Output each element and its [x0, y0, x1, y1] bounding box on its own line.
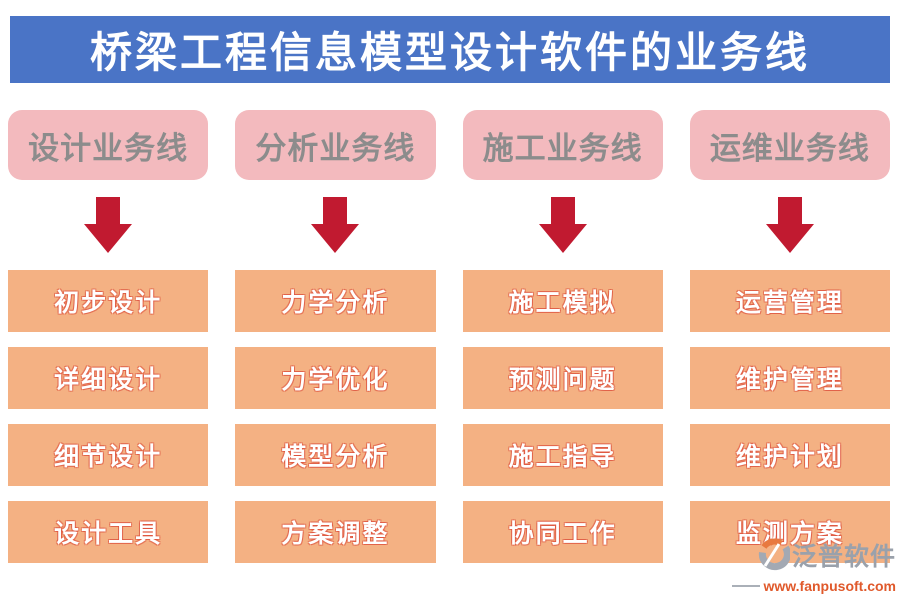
header-operations-line: 运维业务线	[689, 110, 890, 180]
flow-item: 运营管理	[689, 270, 890, 332]
header-label: 分析业务线	[255, 130, 416, 166]
flow-item: 施工指导	[462, 424, 663, 486]
column-construction-line: 施工业务线 施工模拟 预测问题 施工指导 协同工作	[462, 110, 663, 563]
flow-item: 预测问题	[462, 347, 663, 409]
flow-item: 方案调整	[235, 501, 436, 563]
header-construction-line: 施工业务线	[462, 110, 663, 180]
column-analysis-line: 分析业务线 力学分析 力学优化 模型分析 方案调整	[235, 110, 436, 563]
column-operations-line: 运维业务线 运营管理 维护管理 维护计划 监测方案	[689, 110, 890, 563]
header-design-line: 设计业务线	[8, 110, 209, 180]
business-line-columns: 设计业务线 初步设计 详细设计 细节设计 设计工具 分析业务线 力学分析 力学优…	[8, 110, 890, 563]
flow-item: 维护管理	[689, 347, 890, 409]
down-arrow-icon	[311, 197, 360, 253]
down-arrow-icon	[84, 197, 133, 253]
flow-item: 初步设计	[8, 270, 209, 332]
flow-item: 维护计划	[689, 424, 890, 486]
logo-name: 泛普软件	[791, 544, 896, 571]
header-label: 设计业务线	[28, 130, 189, 166]
title-banner: 桥梁工程信息模型设计软件的业务线	[10, 16, 890, 83]
column-design-line: 设计业务线 初步设计 详细设计 细节设计 设计工具	[8, 110, 209, 563]
flow-item: 力学分析	[235, 270, 436, 332]
flow-item: 施工模拟	[462, 270, 663, 332]
flow-item: 力学优化	[235, 347, 436, 409]
header-analysis-line: 分析业务线	[235, 110, 436, 180]
flow-item: 模型分析	[235, 424, 436, 486]
down-arrow-icon	[765, 197, 814, 253]
flow-item: 协同工作	[462, 501, 663, 563]
flow-item: 细节设计	[8, 424, 209, 486]
header-label: 运维业务线	[709, 130, 870, 166]
header-label: 施工业务线	[482, 130, 643, 166]
page-title: 桥梁工程信息模型设计软件的业务线	[89, 31, 810, 77]
flow-item: 设计工具	[8, 501, 209, 563]
fanpu-swoosh-icon	[756, 538, 791, 577]
down-arrow-icon	[538, 197, 587, 253]
logo-divider	[731, 585, 760, 587]
flow-item: 详细设计	[8, 347, 209, 409]
logo-url: www.fanpusoft.com	[763, 578, 896, 594]
fanpu-logo: 泛普软件 www.fanpusoft.com	[731, 538, 896, 594]
